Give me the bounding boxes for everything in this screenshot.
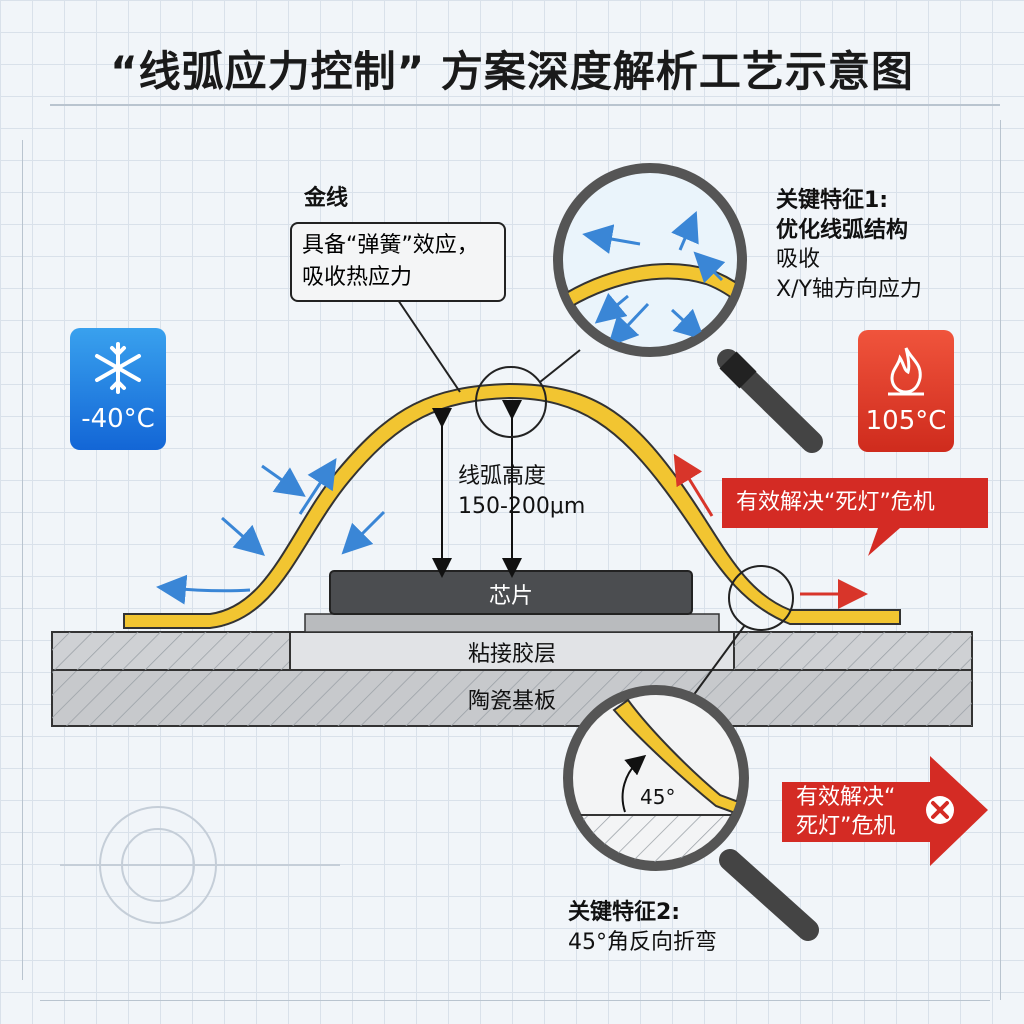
callout-top-text: 有效解决“死灯”危机 — [736, 490, 935, 515]
gold-wire-note: 具备“弹簧”效应， 吸收热应力 — [290, 222, 506, 302]
gold-wire — [123, 382, 901, 629]
magnifier-top — [553, 163, 823, 453]
callout-bottom-line2: 死灯”危机 — [796, 813, 896, 839]
angle-label: 45° — [640, 785, 676, 809]
gold-wire-leader — [397, 299, 461, 393]
callout-leader-1 — [539, 349, 581, 383]
ceramic-substrate-hatch — [52, 670, 972, 726]
chip-label: 芯片 — [488, 584, 533, 609]
feature1-line4: X/Y轴方向应力 — [776, 277, 922, 303]
arc-height-title: 线弧高度 — [458, 464, 547, 489]
callout-leader-2 — [689, 624, 746, 701]
callout-bottom-shape — [782, 756, 988, 866]
adhesive-layer — [289, 631, 735, 671]
feature1-line2: 优化线弧结构 — [776, 217, 909, 243]
feature2-text: 关键特征2: 45°角反向折弯 — [568, 898, 717, 957]
stress-arrows-right — [673, 453, 868, 609]
callout-top-shape — [722, 478, 988, 556]
close-icon — [931, 801, 949, 819]
hot-temperature-value: 105°C — [865, 406, 947, 436]
feature1-text: 关键特征1: 优化线弧结构 吸收 X/Y轴方向应力 — [776, 186, 922, 305]
gold-wire-label: 金线 — [304, 186, 349, 211]
callout-bottom-line1: 有效解决“ — [796, 785, 896, 810]
arc-height-label: 线弧高度 150-200μm — [458, 462, 585, 521]
wire-detail-circle-top — [475, 366, 547, 438]
adhesive-label: 粘接胶层 — [467, 642, 556, 667]
stress-arrows-left — [156, 457, 386, 605]
callout-bottom-text: 有效解决“ 死灯”危机 — [796, 784, 895, 841]
magnifier-bottom — [563, 685, 819, 941]
adhesive-row-right-hatch — [734, 632, 972, 670]
flame-icon — [888, 347, 924, 396]
hot-temperature-badge: 105°C — [858, 330, 954, 452]
snowflake-icon — [95, 342, 141, 394]
gold-wire-note-line2: 吸收热应力 — [302, 264, 413, 290]
wire-detail-circle-bend — [728, 565, 794, 631]
feature1-title: 关键特征1: — [776, 188, 889, 213]
cold-temperature-value: -40°C — [81, 404, 155, 434]
cold-temperature-badge: -40°C — [70, 328, 166, 450]
frame-line-right — [1000, 120, 1001, 1000]
frame-line-bottom — [40, 1000, 990, 1001]
decorative-target — [60, 806, 340, 924]
page-title: “线弧应力控制” 方案深度解析工艺示意图 — [110, 47, 914, 96]
substrate-label: 陶瓷基板 — [467, 689, 556, 714]
frame-line-left — [22, 140, 23, 980]
feature2-line2: 45°角反向折弯 — [568, 929, 717, 955]
adhesive-row-left-hatch — [52, 632, 290, 670]
gold-wire-note-line1: 具备“弹簧”效应， — [302, 233, 479, 258]
arc-height-value: 150-200μm — [458, 493, 586, 519]
frame-line-top — [50, 104, 1000, 106]
feature2-title: 关键特征2: — [568, 900, 681, 925]
chip-pad — [304, 613, 720, 633]
feature1-line3: 吸收 — [776, 247, 821, 273]
